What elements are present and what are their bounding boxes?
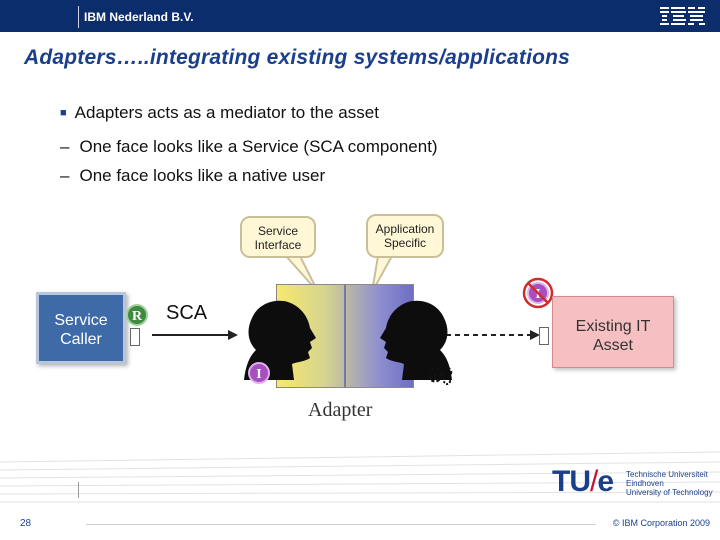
arrow-sca-head <box>228 330 238 340</box>
sub-bullet-text: One face looks like a Service (SCA compo… <box>79 137 438 156</box>
adapter-label: Adapter <box>308 399 373 421</box>
arrow-existing-head <box>530 330 540 340</box>
bubble-line: Specific <box>383 236 427 250</box>
existing-it-line: Asset <box>592 337 633 354</box>
tue-logo: TU/e <box>552 465 614 498</box>
sub-bullet-text: One face looks like a native user <box>79 166 326 185</box>
interface-badge: I <box>248 362 270 384</box>
sub-bullet: –One face looks like a native user <box>60 166 325 186</box>
dash-bullet-icon: – <box>60 166 70 185</box>
tue-line: Technische Universiteit <box>626 470 708 479</box>
bubble-line: Application <box>375 222 435 236</box>
existing-plug <box>539 327 549 345</box>
service-caller-line: Caller <box>60 331 102 348</box>
square-bullet-icon: ■ <box>60 107 67 119</box>
tue-text: Technische Universiteit Eindhoven Univer… <box>626 470 713 497</box>
adapter-divider <box>344 285 346 387</box>
page-number: 28 <box>20 518 32 529</box>
footer-divider <box>78 482 79 498</box>
header-bar: IBM Nederland B.V. <box>0 0 720 32</box>
application-specific-bubble: Application Specific <box>366 214 444 258</box>
bubble-line: Service <box>257 224 298 238</box>
header-divider <box>78 6 79 28</box>
head-silhouettes-icon <box>244 300 452 380</box>
existing-it-box: Existing IT Asset <box>552 296 674 368</box>
existing-it-line: Existing IT <box>575 318 651 335</box>
slide-title: Adapters…..integrating existing systems/… <box>24 46 571 69</box>
gears-icon <box>426 364 454 391</box>
service-plug <box>130 328 140 346</box>
service-caller-line: Service <box>54 312 108 329</box>
prohibited-icon <box>522 277 554 309</box>
sca-label: SCA <box>166 302 208 324</box>
footer-rule <box>86 524 596 525</box>
copyright: © IBM Corporation 2009 <box>612 518 710 528</box>
reference-badge: R <box>126 304 148 326</box>
service-interface-bubble: Service Interface <box>240 216 316 258</box>
main-bullet-text: Adapters acts as a mediator to the asset <box>74 103 379 122</box>
tue-line: University of Technology <box>626 488 713 497</box>
bubble-line: Interface <box>254 238 302 252</box>
main-bullet: ■ Adapters acts as a mediator to the asse… <box>60 103 379 123</box>
tue-line: Eindhoven <box>626 479 664 488</box>
dash-bullet-icon: – <box>60 137 70 156</box>
sub-bullet: –One face looks like a Service (SCA comp… <box>60 137 438 157</box>
ibm-logo-icon <box>660 7 705 25</box>
footer-decoration-lines <box>0 451 720 503</box>
company-name: IBM Nederland B.V. <box>84 10 194 24</box>
service-caller-box: Service Caller <box>36 292 126 364</box>
